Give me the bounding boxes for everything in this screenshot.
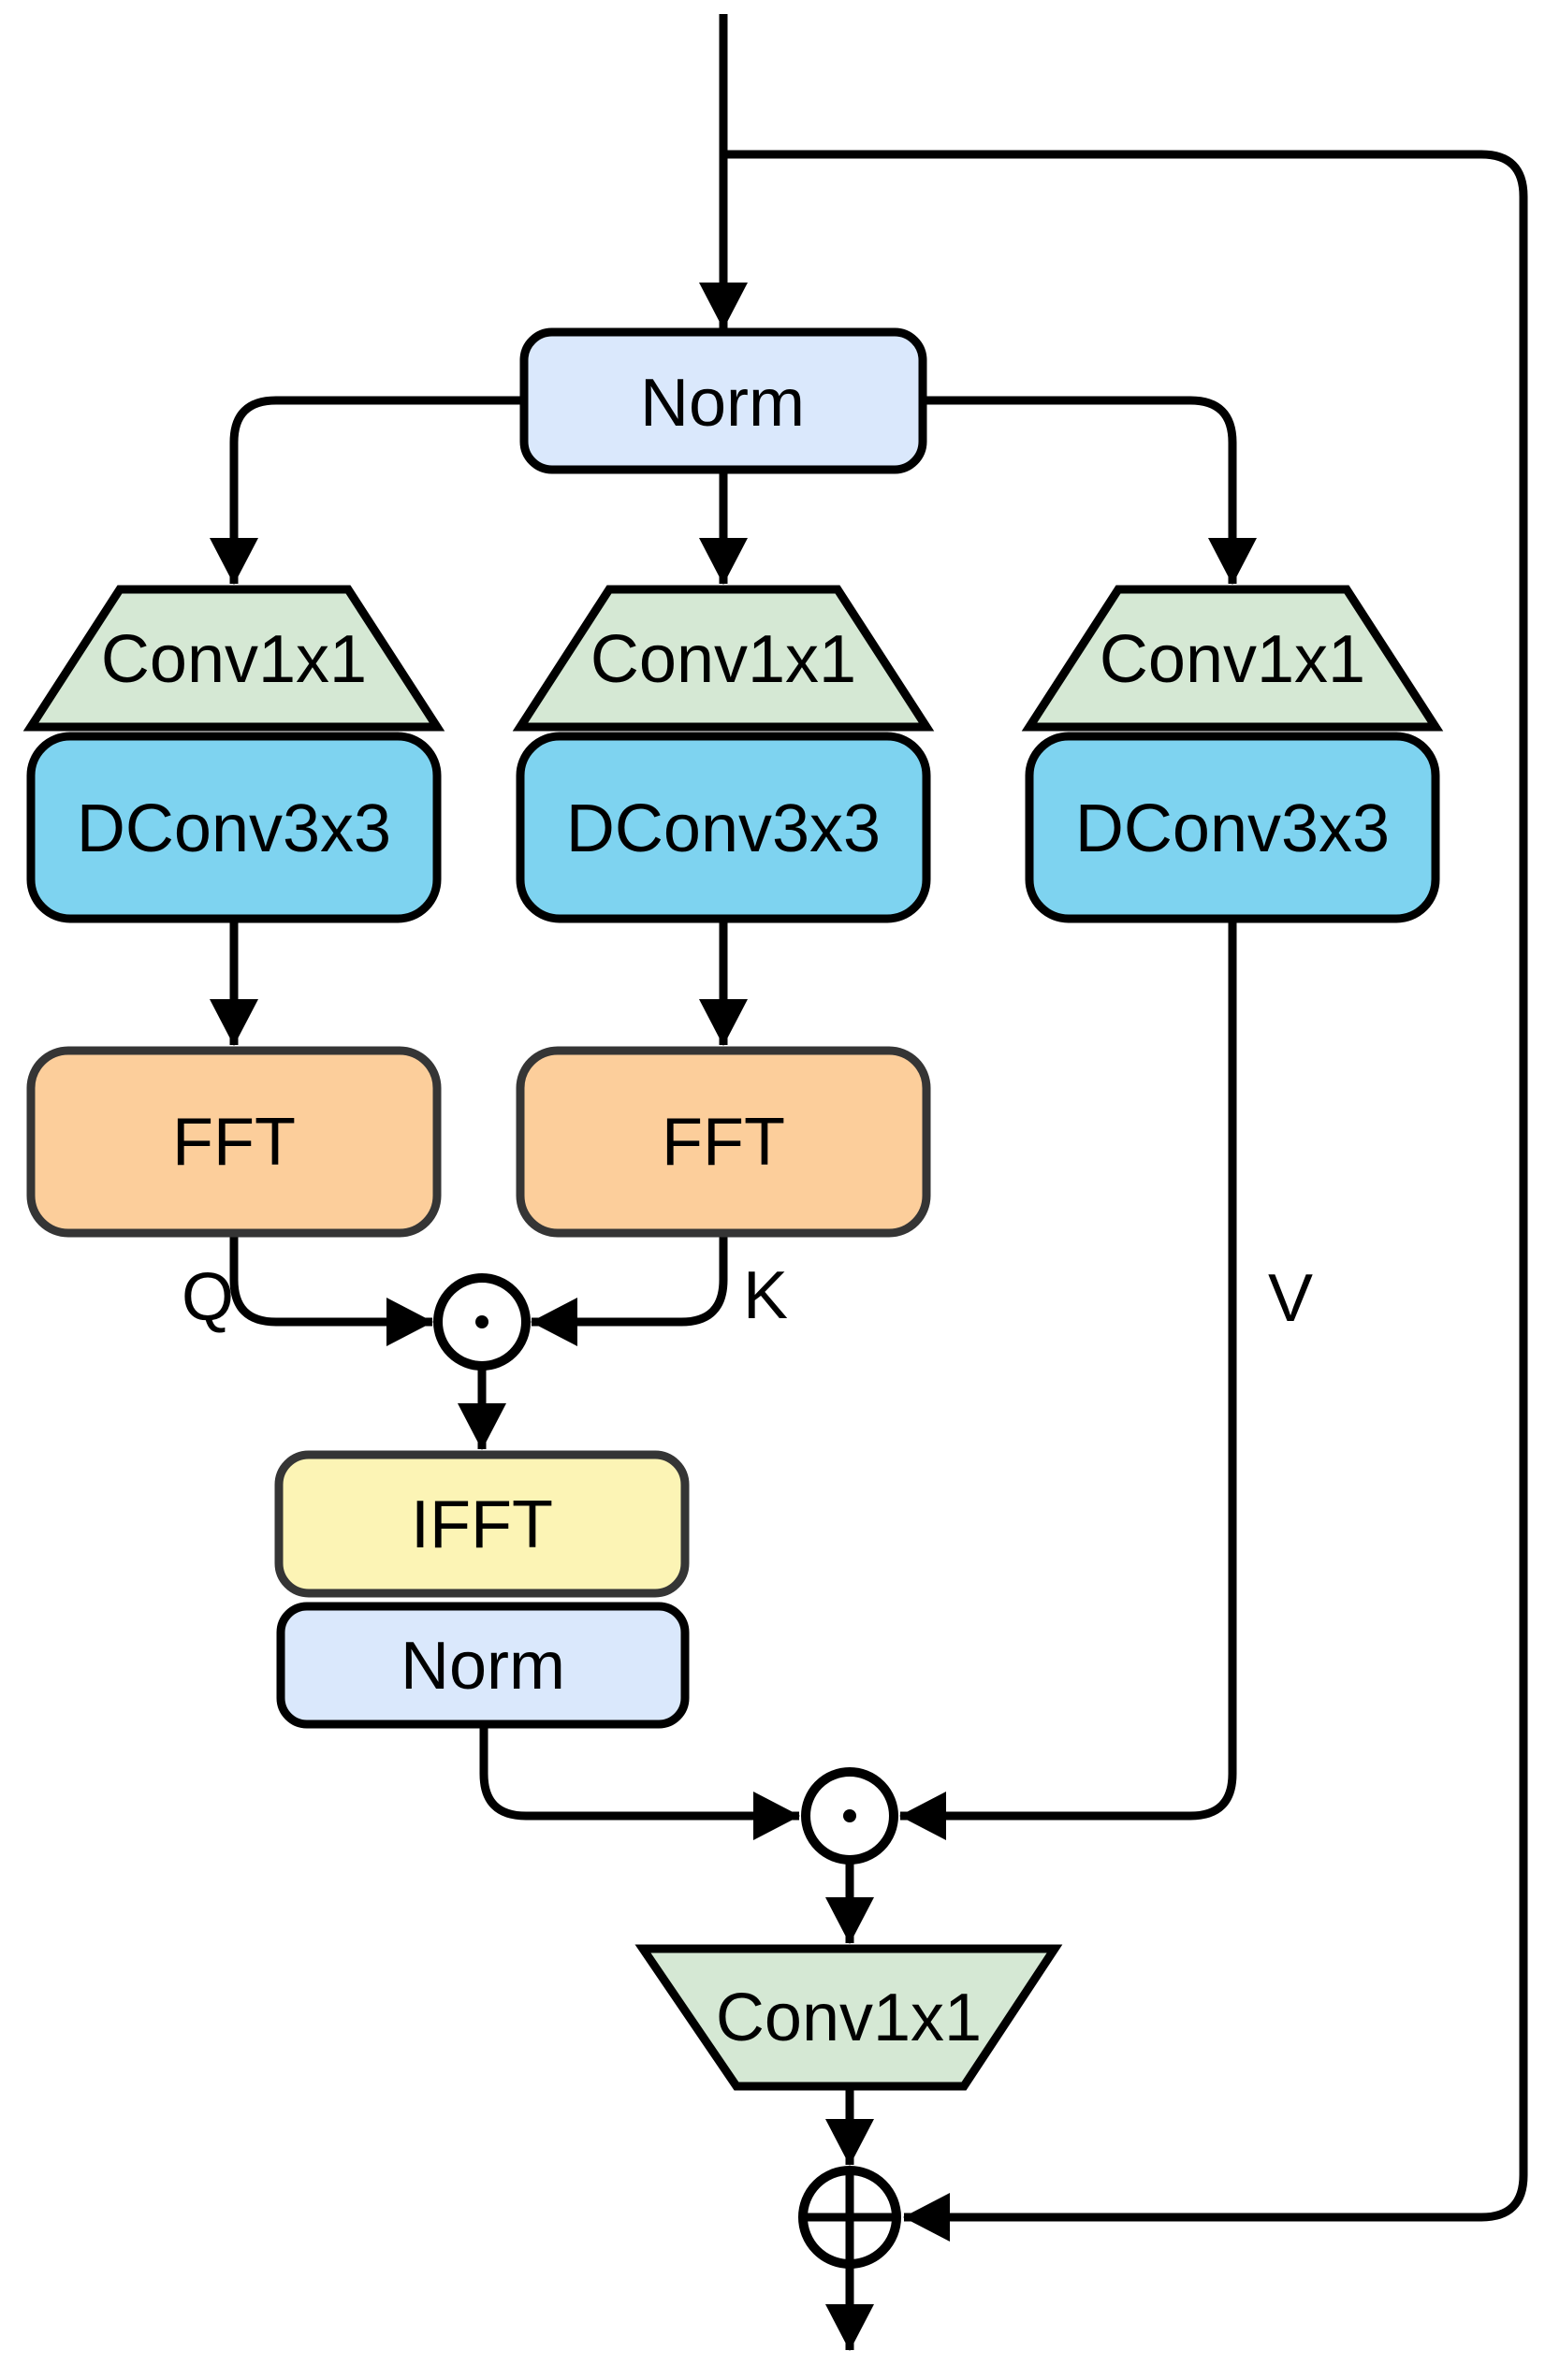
edge-v-to-dot2 [899,919,1237,1840]
conv-k-label: Conv1x1 [590,622,856,697]
fft-k-label: FFT [662,1105,785,1180]
conv-v-label: Conv1x1 [1100,622,1365,697]
edge-norm2-to-dot2 [479,1724,800,1840]
conv-v-trapezoid [1021,585,1444,732]
fft-k-box [516,1046,931,1238]
dconv-k-label: DConv3x3 [566,791,881,866]
conv-k-trapezoid [512,585,935,732]
dconv-k-box [516,732,931,923]
conv-q-label: Conv1x1 [101,622,367,697]
dconv-q-box [26,732,442,923]
k-edge-label: K [743,1258,788,1333]
dot-product-2 [801,1767,898,1865]
dconv-v-label: DConv3x3 [1075,791,1390,866]
ifft-label: IFFT [411,1488,553,1562]
dconv-q-label: DConv3x3 [77,791,391,866]
norm2-box [276,1602,690,1729]
edge-k-to-dot1 [531,1233,728,1346]
sum-operator [798,2166,901,2269]
edge-q-to-dot1 [229,1233,433,1346]
edge-skip-connection [723,150,1528,2242]
fft-q-box [26,1046,442,1238]
norm2-label: Norm [401,1629,565,1704]
conv-out-label: Conv1x1 [716,1981,982,2055]
norm1-label: Norm [640,366,805,441]
edge-norm-to-conv-q [210,396,524,585]
v-edge-label: V [1268,1261,1313,1336]
norm1-box [519,327,927,474]
ifft-box [274,1450,690,1598]
dot-product-1-symbol [475,1315,488,1328]
dot-product-2-symbol [843,1809,856,1822]
conv-q-trapezoid [22,585,445,732]
fft-q-label: FFT [172,1105,296,1180]
edge-norm-to-conv-v [922,396,1257,585]
dconv-v-box [1025,732,1440,923]
conv-out-trapezoid [634,1944,1063,2091]
q-edge-label: Q [182,1260,234,1335]
dot-product-1 [433,1273,531,1371]
